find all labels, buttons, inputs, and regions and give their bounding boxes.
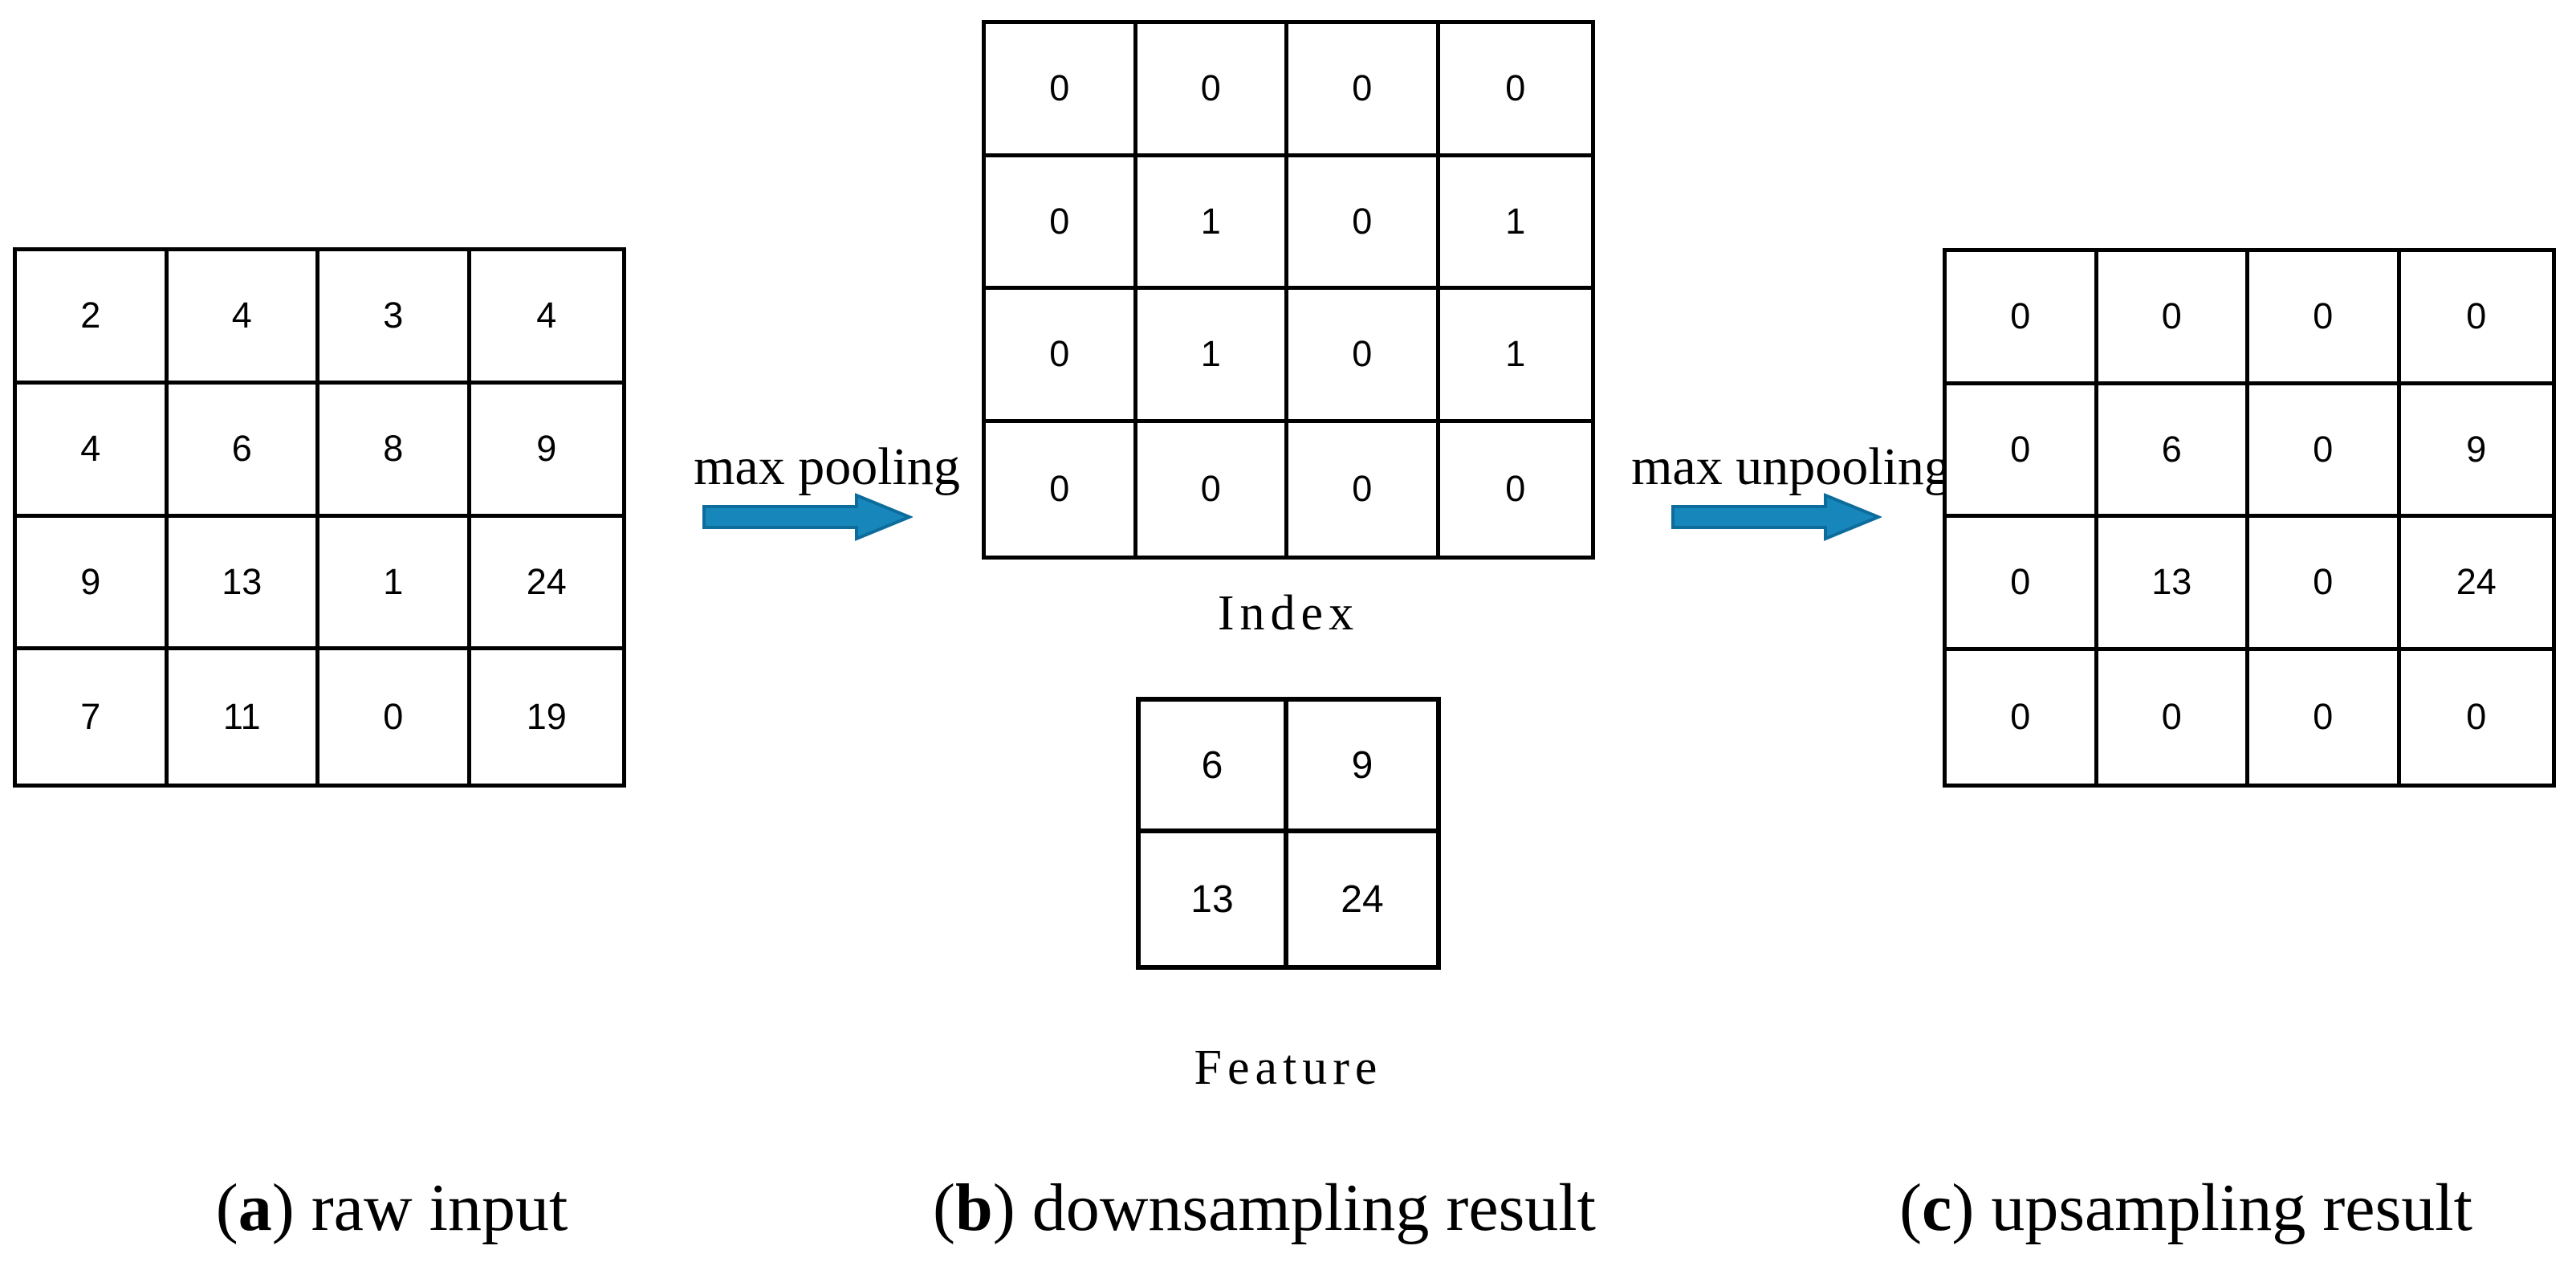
grid-cell: 0 — [986, 290, 1137, 423]
grid-cell: 0 — [1288, 422, 1440, 556]
caption-upsampling-result: (c) upsampling result — [1899, 1174, 2472, 1242]
grid-cell: 19 — [526, 696, 567, 738]
grid-cell: 24 — [1341, 877, 1384, 921]
grid-cell: 0 — [319, 650, 471, 784]
caption-paren-close: ) — [1951, 1170, 1992, 1245]
max-unpooling-arrow-icon — [1671, 493, 1882, 541]
grid-cell: 0 — [2249, 252, 2401, 385]
caption-text: raw input — [311, 1170, 568, 1245]
grid-cell: 1 — [1439, 290, 1591, 423]
grid-cell: 0 — [1288, 157, 1440, 290]
caption-paren-close: ) — [992, 1170, 1032, 1245]
grid-cell: 11 — [169, 650, 319, 784]
grid-cell: 7 — [17, 650, 169, 784]
grid-cell: 9 — [470, 385, 622, 518]
grid-cell: 0 — [986, 422, 1137, 556]
caption-letter: c — [1922, 1170, 1952, 1245]
grid-cell: 13 — [1141, 833, 1288, 965]
max-pooling-label: max pooling — [694, 438, 960, 496]
grid-cell: 24 — [470, 518, 622, 651]
grid-cell: 8 — [319, 384, 471, 518]
grid-cell: 9 — [17, 517, 169, 651]
grid-cell: 0 — [1505, 468, 1526, 510]
caption-text: upsampling result — [1991, 1170, 2472, 1245]
grid-cell: 0 — [2466, 696, 2487, 738]
grid-cell: 1 — [1439, 157, 1591, 290]
caption-text: downsampling result — [1032, 1170, 1596, 1245]
max-unpooling-label: max unpooling — [1631, 438, 1951, 496]
grid-cell: 0 — [2249, 518, 2401, 651]
grid-cell: 6 — [168, 384, 319, 518]
grid-cell: 0 — [2098, 252, 2249, 385]
grid-cell: 6 — [1141, 702, 1288, 833]
caption-paren-open: ( — [1899, 1170, 1923, 1245]
grid-cell: 0 — [1947, 650, 2098, 784]
grid-cell: 1 — [1137, 157, 1288, 290]
caption-paren-open: ( — [215, 1170, 238, 1245]
grid-cell: 0 — [986, 157, 1137, 290]
grid-cell: 1 — [319, 517, 471, 651]
caption-paren-close: ) — [271, 1170, 311, 1245]
grid-cell: 0 — [1947, 385, 2098, 518]
grid-cell: 0 — [2249, 650, 2401, 784]
feature-grid-label: Feature — [1194, 1040, 1383, 1095]
caption-downsampling-result: (b) downsampling result — [933, 1174, 1596, 1242]
caption-letter: a — [238, 1170, 272, 1245]
grid-cell: 9 — [2400, 385, 2552, 518]
grid-cell: 0 — [1947, 252, 2098, 385]
grid-cell: 4 — [17, 384, 169, 518]
grid-cell: 6 — [2098, 385, 2249, 518]
grid-cell: 2 — [17, 251, 169, 385]
grid-cell: 13 — [2098, 518, 2249, 651]
grid-cell: 0 — [1288, 290, 1440, 423]
grid-cell: 0 — [986, 24, 1137, 157]
grid-cell: 0 — [1947, 518, 2098, 651]
grid-cell: 9 — [1288, 702, 1436, 833]
max-pooling-arrow-icon — [702, 493, 913, 541]
grid-cell: 0 — [1288, 24, 1440, 157]
grid-cell: 1 — [1137, 290, 1288, 423]
grid-cell: 24 — [2400, 518, 2552, 651]
grid-cell: 0 — [2249, 385, 2401, 518]
grid-cell: 4 — [168, 251, 319, 385]
caption-paren-open: ( — [933, 1170, 955, 1245]
index-grid-label: Index — [1217, 586, 1360, 641]
grid-cell: 0 — [1439, 24, 1591, 157]
grid-cell: 4 — [470, 251, 622, 385]
caption-letter: b — [955, 1170, 993, 1245]
grid-cell: 0 — [1137, 24, 1288, 157]
grid-cell: 0 — [1137, 422, 1288, 556]
grid-cell: 13 — [168, 517, 319, 651]
grid-cell: 0 — [2400, 252, 2552, 385]
grid-cell: 3 — [319, 251, 471, 385]
caption-raw-input: (a) raw input — [216, 1174, 568, 1242]
grid-cell: 0 — [2098, 650, 2249, 784]
